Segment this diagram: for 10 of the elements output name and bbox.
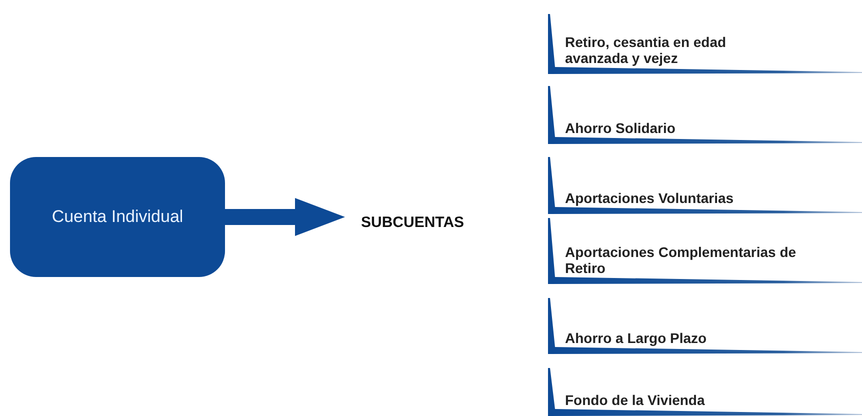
box-label: Cuenta Individual <box>52 207 184 227</box>
arrow <box>225 198 345 236</box>
category-label: Fondo de la Vivienda <box>565 392 705 408</box>
category-label: Ahorro Solidario <box>565 120 676 136</box>
category-label: Aportaciones Complementarias de Retiro <box>565 244 798 276</box>
category-label: Ahorro a Largo Plazo <box>565 330 707 346</box>
category-label: Retiro, cesantia en edad avanzada y vejez <box>565 34 728 66</box>
heading-label: SUBCUENTAS <box>361 214 464 230</box>
category-label: Aportaciones Voluntarias <box>565 190 734 206</box>
account-box <box>10 157 225 277</box>
